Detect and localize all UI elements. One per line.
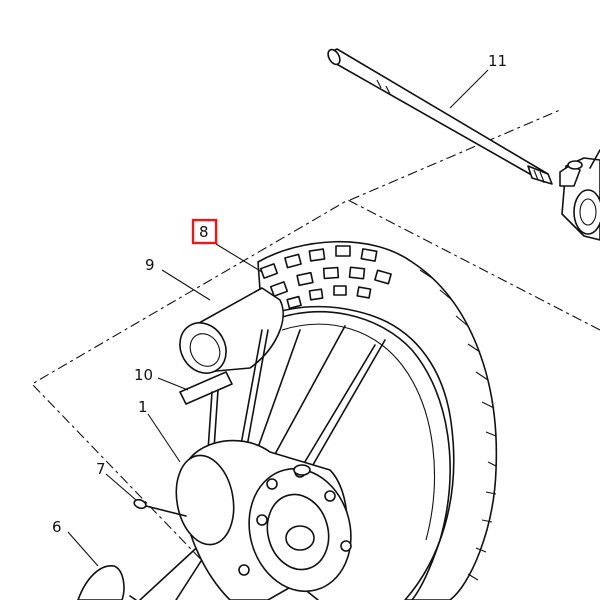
tube-part <box>179 287 284 374</box>
callout-1: 1 <box>138 398 148 416</box>
callout-7: 7 <box>96 460 106 478</box>
callout-8: 8 <box>199 223 209 241</box>
callout-8-highlight-box <box>191 218 218 245</box>
cover-part <box>77 565 137 600</box>
spokes <box>139 325 386 600</box>
callout-6: 6 <box>52 518 62 536</box>
callout-9: 9 <box>145 256 155 274</box>
rim-band-part <box>179 371 233 405</box>
hub-part <box>175 439 352 600</box>
leader-lines <box>67 69 489 567</box>
assembly-boundary <box>31 199 600 600</box>
spoke-nipple-part <box>133 498 187 517</box>
callout-11: 11 <box>488 52 507 70</box>
axle-part <box>327 48 553 185</box>
speedometer-gear-unit <box>559 149 600 241</box>
axle-centerline <box>349 109 561 201</box>
tire-part <box>257 240 498 600</box>
callout-10: 10 <box>134 366 153 384</box>
